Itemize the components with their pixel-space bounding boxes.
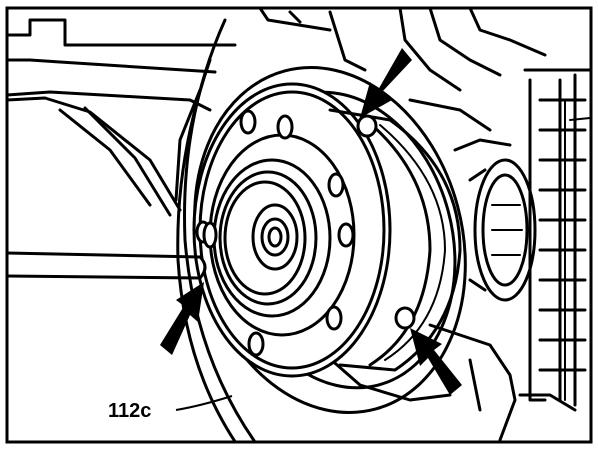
callout-label: 112c bbox=[108, 400, 151, 422]
suspension-strut bbox=[523, 68, 591, 407]
arrow-icon bbox=[160, 282, 204, 355]
tool-112c-rod bbox=[7, 251, 207, 280]
indicator-arrows bbox=[160, 48, 462, 395]
steering-knuckle bbox=[318, 323, 577, 442]
drive-shaft-boot bbox=[468, 158, 537, 302]
axle-nut bbox=[251, 203, 299, 271]
vehicle-body-structure bbox=[7, 8, 547, 217]
arrow-icon bbox=[360, 48, 412, 118]
arrow-icon bbox=[410, 328, 462, 395]
callout-leader-line bbox=[175, 395, 233, 411]
hub-retaining-bolts bbox=[202, 114, 416, 330]
